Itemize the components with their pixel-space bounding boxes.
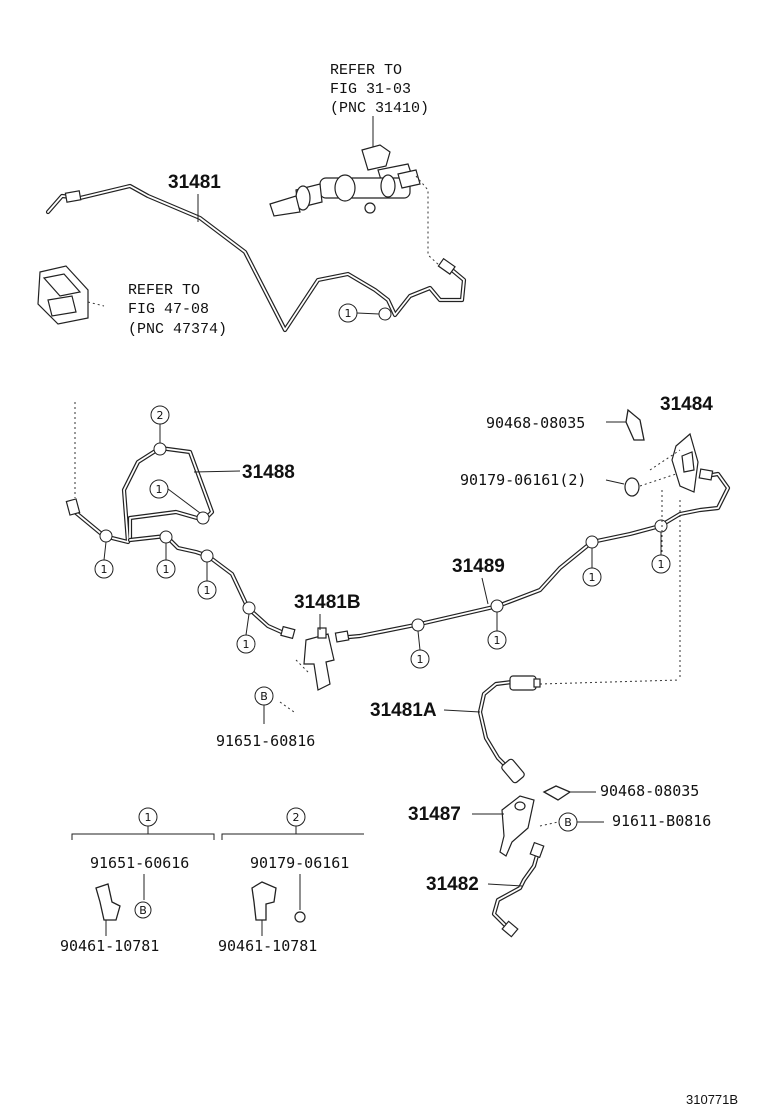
pipe-31481 <box>45 183 467 333</box>
marker-1-g: 1 <box>582 548 602 587</box>
svg-text:31481A: 31481A <box>370 700 437 721</box>
svg-text:(PNC 31410): (PNC 31410) <box>330 100 429 117</box>
pipe-31488 <box>65 442 215 545</box>
part-label-31484: 31484 <box>660 394 713 415</box>
svg-text:31481B: 31481B <box>294 592 361 613</box>
svg-text:B: B <box>139 904 147 917</box>
svg-text:31489: 31489 <box>452 556 505 577</box>
svg-text:31482: 31482 <box>426 874 479 895</box>
bolt-marker-91651: B <box>254 686 295 724</box>
bracket-31484 <box>671 432 699 493</box>
part-label-31481B: 31481B <box>294 592 361 630</box>
svg-text:31488: 31488 <box>242 462 295 483</box>
svg-text:REFER TO: REFER TO <box>330 62 402 79</box>
svg-text:1: 1 <box>658 558 665 571</box>
svg-text:1: 1 <box>589 571 596 584</box>
svg-text:B: B <box>260 690 268 703</box>
svg-text:31487: 31487 <box>408 804 461 825</box>
bracket-31487 <box>499 795 535 857</box>
part-label-91611: 91611-B0816 <box>612 812 711 830</box>
svg-text:31484: 31484 <box>660 394 713 415</box>
svg-text:1: 1 <box>163 563 170 576</box>
svg-text:1: 1 <box>204 584 211 597</box>
marker-1-a: 1 <box>94 541 114 579</box>
marker-1-c: 1 <box>197 562 217 600</box>
svg-text:1: 1 <box>101 563 108 576</box>
legend-group-1: 1 91651-60616 B 90461-10781 <box>60 807 215 955</box>
marker-1-top: 1 <box>338 303 380 323</box>
legend-group-2: 2 90179-06161 90461-10781 <box>218 807 364 955</box>
part-label-31482: 31482 <box>426 874 523 895</box>
svg-text:1: 1 <box>243 638 250 651</box>
ref-master-cylinder-label: REFER TO FIG 31-03 (PNC 31410) <box>330 62 429 150</box>
marker-1-h: 1 <box>651 532 671 574</box>
marker-1-d: 1 <box>236 613 256 654</box>
svg-text:91651-60616: 91651-60616 <box>90 854 189 872</box>
clutch-master-cylinder <box>269 144 421 217</box>
svg-text:1: 1 <box>494 634 501 647</box>
part-label-90468-bottom: 90468-08035 <box>600 782 699 800</box>
pedal-bracket <box>37 265 89 325</box>
figure-id: 310771B <box>686 1092 738 1107</box>
nut-90179-top <box>605 477 640 497</box>
part-label-31481: 31481 <box>168 172 221 222</box>
marker-1-e: 1 <box>410 630 430 669</box>
svg-text:1: 1 <box>345 307 352 320</box>
marker-1-loop: 1 <box>149 479 201 514</box>
svg-text:31481: 31481 <box>168 172 221 193</box>
svg-text:2: 2 <box>293 811 300 824</box>
hose-31481A <box>477 675 541 784</box>
bolt-marker-91611: B <box>539 812 604 832</box>
clip-90468-bottom <box>542 785 596 801</box>
svg-text:(PNC 47374): (PNC 47374) <box>128 321 227 338</box>
part-label-31489: 31489 <box>452 556 505 605</box>
svg-text:1: 1 <box>156 483 163 496</box>
part-label-31488: 31488 <box>193 462 295 483</box>
svg-text:90179-06161: 90179-06161 <box>250 854 349 872</box>
part-label-90468-top: 90468-08035 <box>486 414 585 432</box>
marker-1-b: 1 <box>156 543 176 579</box>
svg-text:2: 2 <box>157 409 164 422</box>
svg-text:FIG 31-03: FIG 31-03 <box>330 81 411 98</box>
part-label-91651-60816: 91651-60816 <box>216 732 315 750</box>
union-31481B <box>295 627 335 691</box>
pipe-31482 <box>491 841 545 938</box>
part-label-90179-top: 90179-06161(2) <box>460 471 586 489</box>
svg-text:1: 1 <box>417 653 424 666</box>
svg-text:FIG 47-08: FIG 47-08 <box>128 301 209 318</box>
clip-90468-top <box>606 408 645 441</box>
svg-text:1: 1 <box>145 811 152 824</box>
part-label-31487: 31487 <box>408 804 504 825</box>
part-label-31481A: 31481A <box>370 700 481 721</box>
svg-text:B: B <box>564 816 572 829</box>
svg-text:90461-10781: 90461-10781 <box>60 937 159 955</box>
marker-2-loop: 2 <box>150 405 170 443</box>
marker-1-f: 1 <box>487 612 507 650</box>
svg-text:REFER TO: REFER TO <box>128 282 200 299</box>
ref-pedal-bracket-label: REFER TO FIG 47-08 (PNC 47374) <box>128 282 227 338</box>
svg-text:90461-10781: 90461-10781 <box>218 937 317 955</box>
pipe-segment-left <box>127 530 296 640</box>
pipe-31489 <box>334 468 731 643</box>
